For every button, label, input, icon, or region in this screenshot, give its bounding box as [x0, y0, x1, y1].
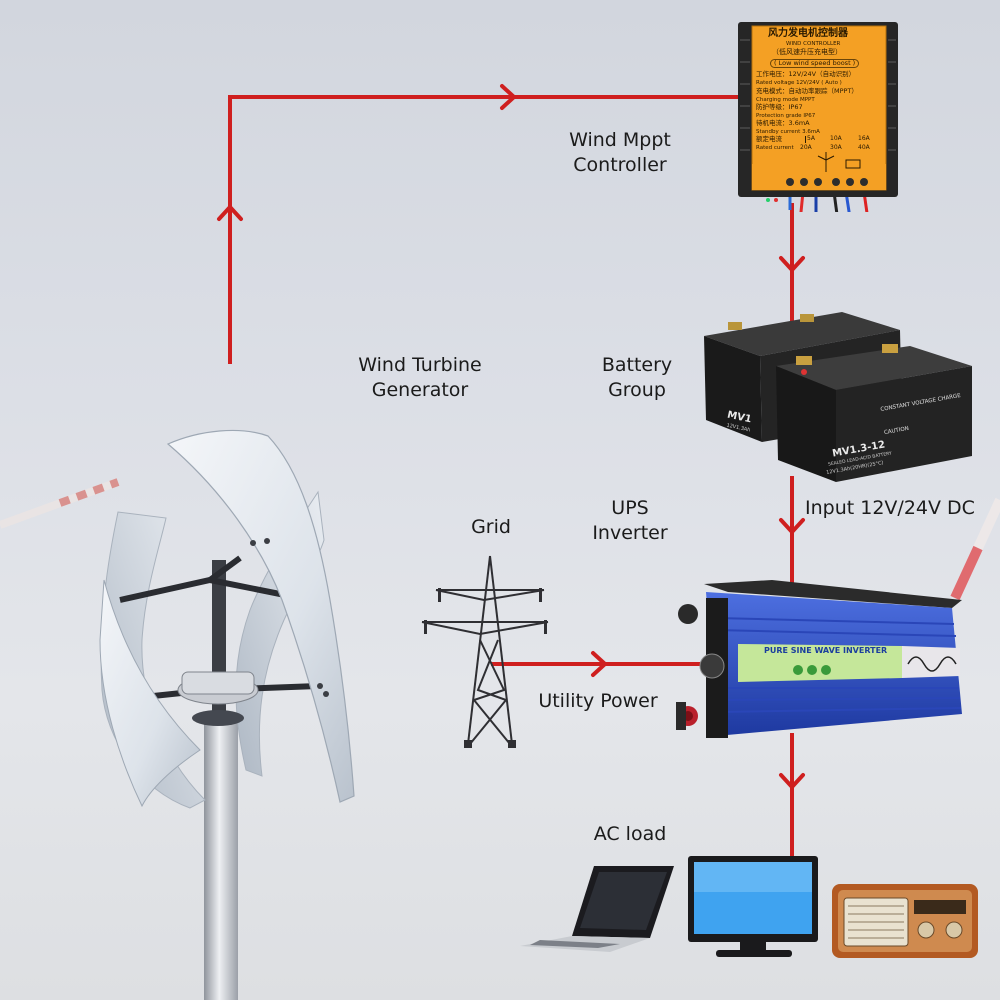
controller-standby-en: Standby current 3.6mA	[756, 129, 820, 135]
controller-voltage-cn: 工作电压：12V/24V（自动识别）	[756, 70, 856, 78]
inverter-title: PURE SINE WAVE INVERTER	[764, 646, 888, 655]
controller-mode-cn: 充电模式：自动功率跟踪（MPPT）	[756, 87, 858, 95]
arrow-right-icon	[500, 84, 516, 110]
inverter-label-line1: UPS	[611, 497, 649, 519]
controller-protect-cn: 防护等级：IP67	[756, 103, 803, 111]
controller-mode-en: Charging mode MPPT	[756, 97, 815, 103]
wind-mppt-controller: 风力发电机控制器 WIND CONTROLLER （低风速升压充电型） ( Lo…	[738, 22, 898, 212]
inverter-label-line2: Inverter	[592, 522, 668, 544]
turbine-hub	[181, 671, 255, 695]
controller-subtitle-cn: （低风速升压充电型）	[772, 48, 842, 56]
controller-title-cn: 风力发电机控制器	[768, 28, 848, 39]
controller-current-20a: 20A	[800, 144, 812, 151]
laptop-icon	[520, 866, 674, 952]
controller-voltage-en: Rated voltage 12V/24V ( Auto )	[756, 80, 842, 86]
ups-inverter-label: UPS Inverter	[578, 496, 682, 546]
wind-turbine-generator-label: Wind Turbine Generator	[335, 353, 505, 403]
wind-mppt-controller-label: Wind Mppt Controller	[550, 128, 690, 178]
input-voltage-label: Input 12V/24V DC	[805, 497, 975, 519]
controller-label-line1: Wind Mppt	[569, 129, 671, 151]
utility-power-label: Utility Power	[538, 690, 658, 712]
wire-turbine-to-controller	[228, 95, 740, 364]
background-crane-left	[0, 478, 120, 529]
controller-title-en: WIND CONTROLLER	[786, 41, 841, 47]
controller-subtitle-en: ( Low wind speed boost )	[770, 59, 860, 69]
controller-current-cn: 额定电流	[756, 135, 782, 143]
controller-protect-en: Protection grade IP67	[756, 113, 816, 119]
controller-current-10a: 10A	[830, 135, 842, 142]
arrow-up-icon	[217, 205, 243, 221]
controller-current-5a: 5A	[800, 135, 815, 143]
radio-icon	[832, 884, 978, 958]
battery-front	[776, 344, 972, 482]
battery-label-line1: Battery	[601, 354, 673, 376]
arrow-down-icon	[779, 256, 805, 272]
background-crane-right	[950, 497, 1000, 601]
arrow-down-icon	[779, 518, 805, 534]
controller-current-en: Rated current	[756, 145, 794, 151]
monitor-icon	[688, 856, 818, 957]
arrow-right-icon	[591, 651, 607, 677]
battery-group-label: Battery Group	[582, 353, 692, 403]
turbine-label-line2: Generator	[371, 379, 469, 401]
ac-load-label: AC load	[593, 823, 667, 845]
grid-label: Grid	[471, 516, 511, 538]
controller-label-line2: Controller	[573, 154, 667, 176]
controller-current-30a: 30A	[830, 144, 842, 151]
ups-inverter: PURE SINE WAVE INVERTER	[676, 578, 962, 742]
turbine-blade-front	[166, 429, 355, 803]
controller-current-40a: 40A	[858, 144, 870, 151]
turbine-blade-lower	[99, 579, 201, 808]
battery-label-line2: Group	[608, 379, 666, 401]
controller-current-16a: 16A	[858, 135, 870, 142]
turbine-pole	[204, 720, 238, 1000]
arrow-down-icon	[779, 773, 805, 789]
turbine-label-line1: Wind Turbine	[358, 354, 482, 376]
controller-standby-cn: 待机电流：3.6mA	[756, 119, 810, 127]
